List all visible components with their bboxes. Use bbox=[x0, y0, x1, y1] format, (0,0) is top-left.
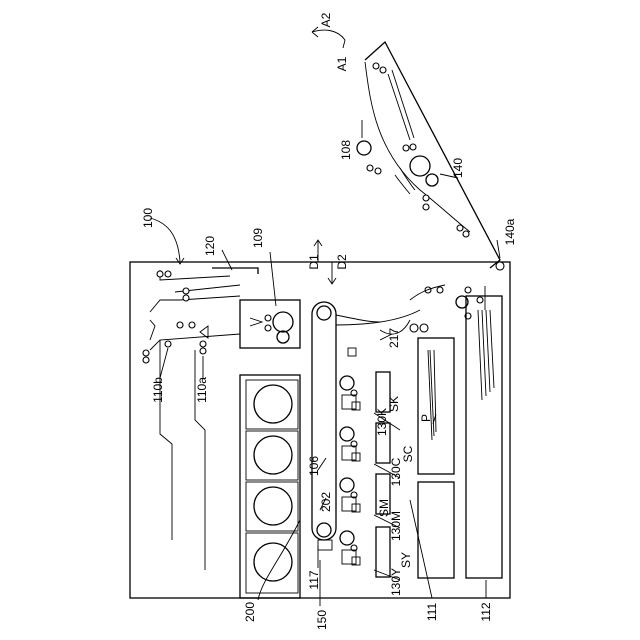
station-130k bbox=[340, 372, 390, 412]
label-130m: 130M bbox=[389, 511, 403, 541]
output-tray-120 bbox=[212, 268, 258, 274]
label-117: 117 bbox=[307, 570, 321, 589]
label-109: 109 bbox=[251, 228, 265, 248]
paper-cassettes bbox=[418, 296, 502, 578]
toner-cartridge-c bbox=[254, 436, 292, 474]
image-forming-stations bbox=[340, 372, 390, 577]
label-100: 100 bbox=[141, 208, 155, 228]
cassette-112 bbox=[466, 296, 502, 578]
label-202: 202 bbox=[319, 492, 333, 512]
toner-cartridges bbox=[246, 380, 298, 593]
label-120: 120 bbox=[203, 236, 217, 256]
label-130k: 130K bbox=[375, 408, 389, 436]
label-140a: 140a bbox=[503, 218, 517, 245]
toner-cartridge-k bbox=[254, 385, 292, 423]
main-body-frame bbox=[130, 262, 510, 598]
label-p: P bbox=[419, 414, 433, 422]
manual-feed-tray-140 bbox=[357, 42, 504, 270]
label-130c: 130C bbox=[389, 457, 403, 486]
label-d1: D1 bbox=[307, 254, 321, 270]
toner-cartridge-y bbox=[254, 543, 292, 581]
label-sy: SY bbox=[399, 552, 413, 568]
fixing-unit bbox=[240, 300, 300, 348]
label-sk: SK bbox=[387, 396, 401, 412]
sheet-feed-path bbox=[380, 285, 485, 334]
label-a1: A1 bbox=[335, 56, 349, 71]
label-112: 112 bbox=[479, 602, 493, 621]
station-130y bbox=[340, 527, 390, 577]
label-110a: 110a bbox=[195, 377, 209, 403]
label-106: 106 bbox=[307, 456, 321, 476]
toner-cartridge-m bbox=[254, 487, 292, 525]
label-217: 217 bbox=[387, 328, 401, 348]
label-108: 108 bbox=[339, 140, 353, 160]
cassette-111 bbox=[418, 338, 454, 474]
reference-labels: 100 120 109 A2 A1 108 140 140a D1 D2 217… bbox=[141, 12, 517, 630]
label-111: 111 bbox=[425, 603, 439, 622]
label-110b: 110b bbox=[151, 377, 165, 403]
label-200: 200 bbox=[243, 602, 257, 622]
arrow-a2 bbox=[312, 30, 345, 40]
label-a2: A2 bbox=[319, 12, 333, 27]
leader-lines bbox=[150, 120, 500, 606]
label-sc: SC bbox=[401, 445, 415, 462]
label-d2: D2 bbox=[335, 254, 349, 270]
label-150: 150 bbox=[315, 610, 329, 630]
label-130y: 130Y bbox=[389, 568, 403, 596]
label-140: 140 bbox=[451, 158, 465, 178]
